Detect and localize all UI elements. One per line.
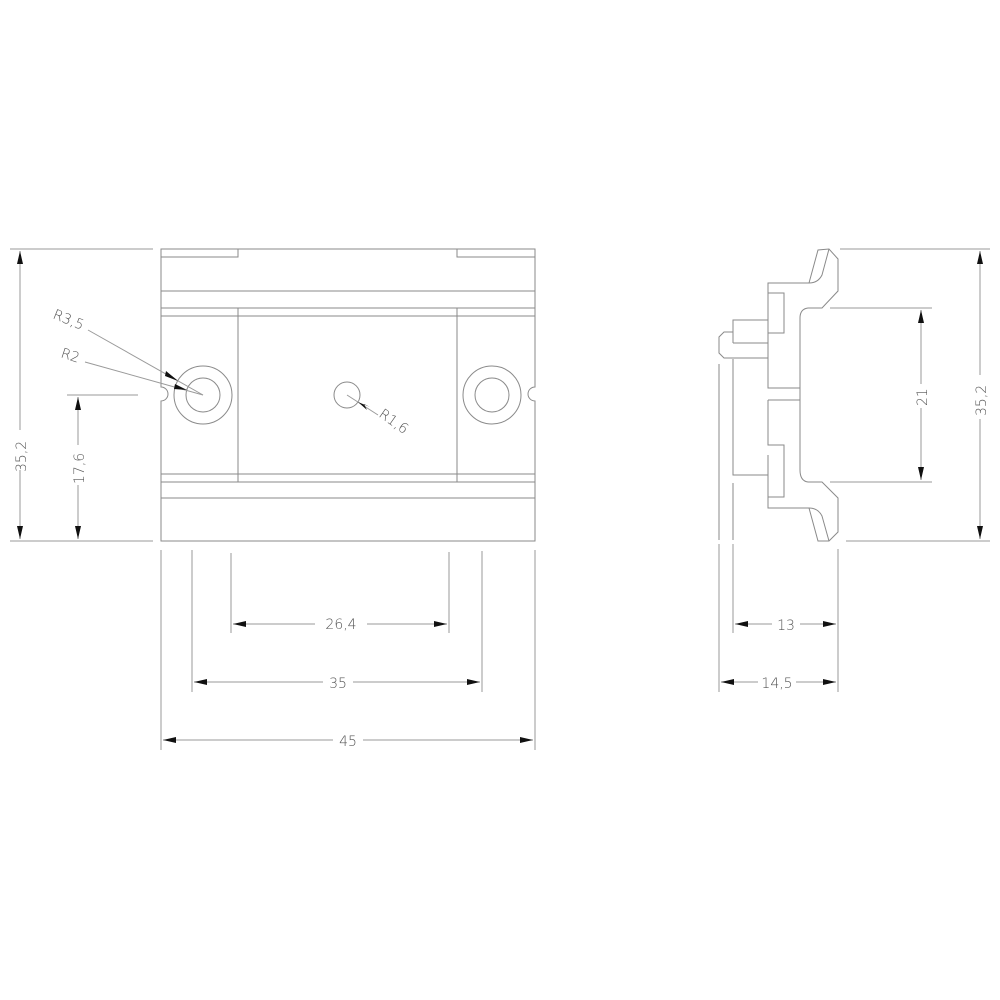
front-view xyxy=(160,248,536,542)
right-boss-outer xyxy=(462,365,522,425)
front-height-dims: 35,2 17,6 xyxy=(10,248,153,542)
side-dims: 35,2 21 13 14,5 xyxy=(718,248,990,692)
left-boss-hole xyxy=(185,377,221,413)
side-dim-clip-opening: 21 xyxy=(915,388,931,406)
dim-overall-height: 35,2 xyxy=(14,441,30,472)
label-r35: R3,5 xyxy=(51,307,87,334)
front-width-dims: 26,4 35 45 xyxy=(160,550,536,750)
radius-callouts: R3,5 R2 R1,6 xyxy=(51,307,412,438)
top-right-tab xyxy=(456,249,535,258)
side-view xyxy=(718,248,839,542)
side-dim-overall-depth: 14,5 xyxy=(761,676,792,692)
center-hole xyxy=(333,381,361,409)
arrow-r2 xyxy=(174,384,187,390)
label-r16: R1,6 xyxy=(376,406,411,437)
dim-inner-width: 26,4 xyxy=(325,617,356,633)
dim-overall-width: 45 xyxy=(339,734,357,750)
right-boss-hole xyxy=(474,377,510,413)
arrow-r16 xyxy=(358,402,370,410)
label-r2: R2 xyxy=(59,346,82,367)
side-dim-body-depth: 13 xyxy=(777,618,795,634)
side-dim-overall-height: 35,2 xyxy=(974,385,990,416)
front-lip xyxy=(718,331,768,359)
top-left-tab xyxy=(161,249,239,258)
arrow-r35 xyxy=(165,371,178,381)
dim-hole-spacing: 35 xyxy=(329,676,347,692)
upper-clip-arm xyxy=(767,248,839,542)
front-outline xyxy=(160,248,536,542)
dim-hole-center-height: 17,6 xyxy=(72,453,88,484)
left-boss-outer xyxy=(173,365,233,425)
